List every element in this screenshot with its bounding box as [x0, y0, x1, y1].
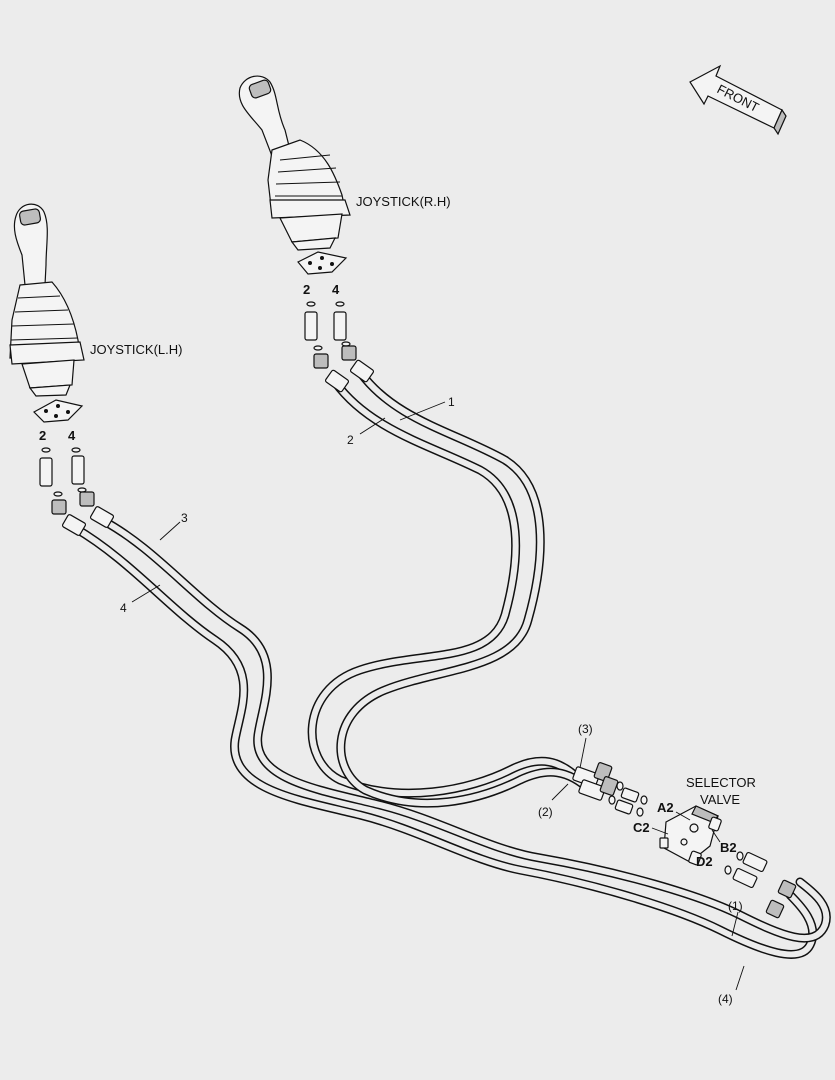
- port-label-d2: D2: [696, 854, 713, 869]
- port-number-rh-4: 4: [332, 282, 340, 297]
- hose-3: [97, 515, 831, 943]
- callout-hose-1-end: (1): [728, 899, 743, 913]
- selector-valve-label-line1: SELECTOR: [686, 775, 756, 790]
- port-label-b2: B2: [720, 840, 737, 855]
- callout-hose-1: 1: [448, 395, 455, 409]
- callout-hose-4-end: (4): [718, 992, 733, 1006]
- joystick-rh: [238, 75, 351, 251]
- selector-valve-fittings: [572, 762, 648, 817]
- callout-hose-2: 2: [347, 433, 354, 447]
- joystick-lh-label: JOYSTICK(L.H): [90, 342, 182, 357]
- hose-4: [70, 523, 818, 959]
- valve-port-labels: A2 C2 B2 D2: [633, 800, 737, 869]
- selector-valve-body: [659, 805, 722, 866]
- port-label-c2: C2: [633, 820, 650, 835]
- callout-hose-2-end: (2): [538, 805, 553, 819]
- selector-valve-label-line2: VALVE: [700, 792, 740, 807]
- port-number-lh-2: 2: [39, 428, 46, 443]
- fittings-rh: [304, 301, 375, 393]
- callout-hose-4: 4: [120, 601, 127, 615]
- gasket-lh: [33, 399, 84, 423]
- hose-bundle: [70, 367, 831, 959]
- joystick-lh: [9, 203, 85, 397]
- port-number-lh-4: 4: [68, 428, 76, 443]
- front-arrow: FRONT: [689, 64, 787, 136]
- gasket-rh: [297, 251, 348, 275]
- port-number-rh-2: 2: [303, 282, 310, 297]
- callout-hose-3-end: (3): [578, 722, 593, 736]
- fittings-lh: [39, 447, 115, 536]
- hose-callouts: 1 2 3 4 (3) (2) (1) (4): [120, 395, 745, 1006]
- callout-hose-3: 3: [181, 511, 188, 525]
- selector-valve-outlet-fittings: [724, 851, 797, 919]
- port-label-a2: A2: [657, 800, 674, 815]
- hose-1: [336, 367, 595, 808]
- joystick-rh-label: JOYSTICK(R.H): [356, 194, 451, 209]
